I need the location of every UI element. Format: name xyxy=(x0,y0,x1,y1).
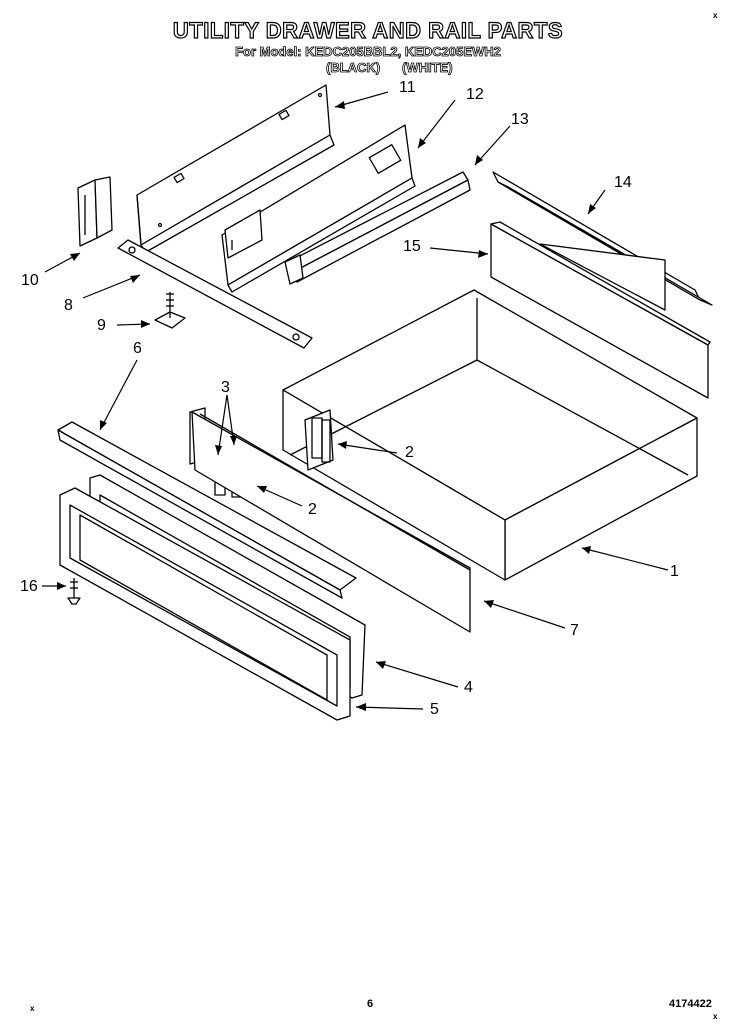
part-6-top-trim xyxy=(57,421,357,599)
callout-5: 5 xyxy=(430,701,439,718)
part-number: 4174422 xyxy=(669,998,712,1010)
page-title: UTILITY DRAWER AND RAIL PARTS xyxy=(172,17,564,43)
callout-11: 11 xyxy=(399,79,416,96)
callout-9: 9 xyxy=(97,317,106,334)
callout-2-upper: 2 xyxy=(405,444,414,461)
part-7-inner-front xyxy=(191,411,471,633)
callout-8: 8 xyxy=(64,297,73,314)
callout-13: 13 xyxy=(511,111,529,128)
color-label-white: (WHITE) xyxy=(402,60,453,76)
callout-1: 1 xyxy=(670,563,679,580)
corner-mark-bottom-right: x xyxy=(713,1012,718,1021)
callout-14: 14 xyxy=(614,174,632,191)
callout-15: 15 xyxy=(403,238,421,255)
model-numbers: For Model: KEDC205BBL2, KEDC205EWH2 xyxy=(235,44,502,60)
part-1-drawer-body xyxy=(282,289,698,581)
part-13-slide-rail xyxy=(284,171,471,285)
callout-6: 6 xyxy=(133,340,142,357)
corner-mark-top: x xyxy=(713,11,718,20)
callout-10: 10 xyxy=(21,272,39,289)
leader-lines xyxy=(42,91,669,710)
part-16-screw xyxy=(67,578,81,605)
callout-3: 3 xyxy=(221,379,230,396)
part-5-front-frame xyxy=(59,487,351,721)
callout-2-lower: 2 xyxy=(308,501,317,518)
callout-7: 7 xyxy=(570,622,579,639)
page-number: 6 xyxy=(367,998,374,1010)
part-2-bracket-right xyxy=(311,417,331,463)
corner-mark-bottom-left: x xyxy=(30,1004,35,1013)
part-9-leveler xyxy=(154,292,186,329)
part-8-strap xyxy=(117,239,313,349)
callout-12: 12 xyxy=(466,86,484,103)
callout-16: 16 xyxy=(20,578,38,595)
part-11-rear-panel xyxy=(136,84,335,253)
part-12-rail-bracket xyxy=(221,124,416,293)
color-label-black: (BLACK) xyxy=(326,60,381,76)
leader-arrowheads xyxy=(57,101,596,711)
part-15-back-panel xyxy=(490,221,711,399)
callout-4: 4 xyxy=(464,679,473,696)
part-10-bracket xyxy=(77,176,113,247)
